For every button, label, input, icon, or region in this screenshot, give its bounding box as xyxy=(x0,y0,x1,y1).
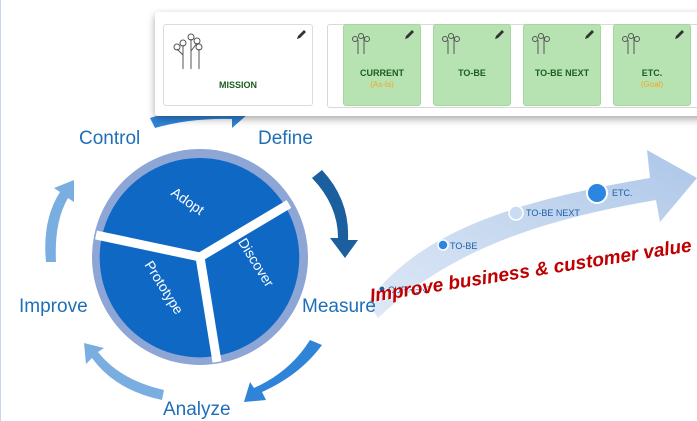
arrow-measure-analyze xyxy=(244,340,322,402)
card-to-be[interactable]: TO-BE xyxy=(433,24,511,106)
tree-icon xyxy=(532,33,550,54)
roadmap-cards-panel: MISSION CURRENT (As-Is) TO-BE xyxy=(155,12,697,116)
node-label-to-be-next: TO-BE NEXT xyxy=(526,208,580,218)
cards-group-box xyxy=(327,24,697,108)
arrow-analyze-improve xyxy=(84,343,164,400)
tree-icon xyxy=(352,33,370,54)
cycle-label-control: Control xyxy=(79,128,141,149)
tree-icon xyxy=(442,33,460,54)
roadmap-arrow xyxy=(368,150,697,318)
cycle-label-measure: Measure xyxy=(302,296,376,317)
node-label-to-be: TO-BE xyxy=(450,241,478,251)
card-title: ETC. xyxy=(641,68,663,78)
tree-icon xyxy=(622,33,640,54)
arrow-define-measure xyxy=(312,170,358,258)
card-etc[interactable]: ETC. (Goal) xyxy=(613,24,691,106)
segment-prototype xyxy=(99,236,216,358)
card-title: CURRENT xyxy=(360,68,404,78)
pencil-icon[interactable] xyxy=(404,29,415,40)
node-current xyxy=(378,285,386,293)
tree-icon xyxy=(173,33,203,69)
cycle-label-analyze: Analyze xyxy=(163,399,231,420)
card-subtitle: (Goal) xyxy=(640,80,664,89)
wheel-segments xyxy=(95,157,300,363)
pencil-icon[interactable] xyxy=(494,29,505,40)
card-subtitle: (As-Is) xyxy=(370,80,394,89)
node-etc xyxy=(586,182,608,204)
cycle-label-improve: Improve xyxy=(19,296,88,317)
cycle-label-define: Define xyxy=(258,128,313,149)
arrow-improve-control xyxy=(45,180,74,262)
card-title: TO-BE xyxy=(458,68,486,78)
card-to-be-next[interactable]: TO-BE NEXT xyxy=(523,24,601,106)
pencil-icon[interactable] xyxy=(674,29,685,40)
card-title: MISSION xyxy=(218,80,257,90)
pencil-icon[interactable] xyxy=(296,29,307,40)
roadmap-nodes xyxy=(378,182,608,293)
pencil-icon[interactable] xyxy=(584,29,595,40)
node-label-etc: ETC. xyxy=(612,188,633,198)
card-current[interactable]: CURRENT (As-Is) xyxy=(343,24,421,106)
card-title: TO-BE NEXT xyxy=(534,68,590,78)
node-to-be xyxy=(437,239,449,251)
node-label-current: CURRENT xyxy=(388,285,432,295)
node-to-be-next xyxy=(508,205,524,221)
card-mission[interactable]: MISSION xyxy=(163,24,313,106)
